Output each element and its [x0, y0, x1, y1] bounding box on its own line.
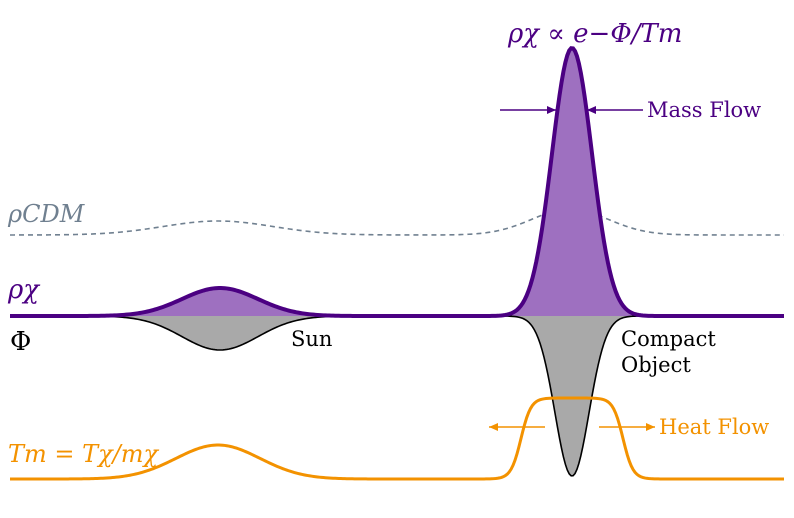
dm-density-label: ρχ	[7, 275, 41, 305]
potential-well-fill	[10, 316, 784, 476]
compact-object-label-line1: Compact	[621, 327, 716, 351]
cdm-density-curve	[10, 208, 784, 236]
temperature-curve	[10, 396, 784, 481]
potential-label: Φ	[10, 327, 31, 357]
dm-density-curve	[10, 46, 784, 318]
mass-flow-label: Mass Flow	[647, 98, 761, 122]
cdm-density-label: ρCDM	[7, 200, 86, 228]
heat-flow-label: Heat Flow	[659, 415, 769, 439]
temperature-label: Tm = Tχ/mχ	[8, 440, 160, 468]
sun-label: Sun	[291, 327, 332, 351]
dm-density-fill	[10, 48, 784, 317]
boltzmann-relation-label: ρχ ∝ e−Φ/Tm	[507, 19, 682, 49]
compact-object-label-line2: Object	[621, 353, 691, 377]
